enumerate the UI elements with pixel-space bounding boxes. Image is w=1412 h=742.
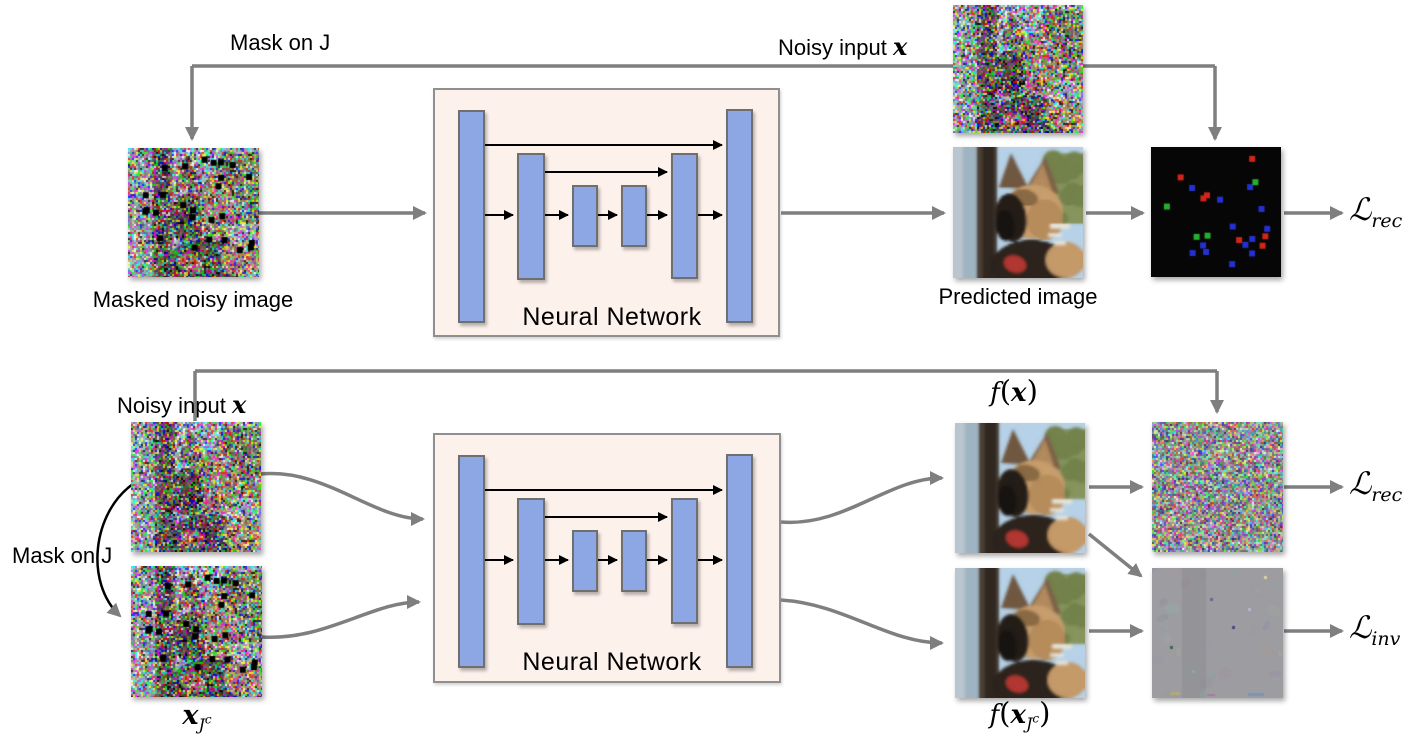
unet-bar xyxy=(517,498,545,625)
bottom-gray-connectors xyxy=(96,369,1344,650)
mask-on-j-label-bottom: Mask on J xyxy=(12,543,113,568)
neural-network-label-top: Neural Network xyxy=(522,303,702,331)
masked-to-network-curve xyxy=(261,595,421,639)
noisy-input-label-bottom: Noisy input x xyxy=(117,390,246,419)
unet-bar xyxy=(726,454,753,668)
fx-output-image xyxy=(955,423,1085,553)
x-var: x xyxy=(182,700,199,731)
neural-network-box-bottom xyxy=(433,433,781,683)
mask-on-j-curved-arrow xyxy=(96,482,134,618)
unet-bar xyxy=(517,153,545,280)
unet-bar xyxy=(572,530,598,592)
noisy-input-label-top: Noisy input x xyxy=(778,32,907,61)
loss-inv-label: ℒinv xyxy=(1349,610,1401,651)
predicted-caption: Predicted image xyxy=(938,284,1098,309)
noisy-input-image-bottom xyxy=(131,422,261,552)
fxjc-output-image xyxy=(955,568,1085,698)
noisy-input-var: x xyxy=(892,32,908,61)
network-to-fx-curve xyxy=(780,471,944,525)
invariance-gray-image xyxy=(1152,568,1283,698)
noisy-input-image xyxy=(953,5,1083,133)
noisy-to-network-curve xyxy=(260,471,425,526)
neural-network-label-bottom: Neural Network xyxy=(522,648,702,676)
predicted-image xyxy=(953,147,1083,278)
unet-bar xyxy=(671,498,698,624)
loss-rec-label-bottom: ℒrec xyxy=(1349,466,1403,507)
network-to-fxjc-curve xyxy=(780,598,944,650)
unet-bar xyxy=(726,109,753,323)
x-jc-label: xJc xyxy=(182,700,212,735)
masked-noisy-caption: Masked noisy image xyxy=(92,287,294,312)
unet-bar xyxy=(458,455,485,668)
noisy-input-var: x xyxy=(231,390,247,419)
unet-bar xyxy=(621,185,647,247)
unet-bar xyxy=(621,530,647,592)
masked-noisy-image-bottom xyxy=(131,566,262,697)
fxjc-label: f(xJc) xyxy=(989,696,1051,734)
fx-label: f(x) xyxy=(990,374,1038,408)
loss-rec-label-top: ℒrec xyxy=(1349,192,1403,233)
unet-bar xyxy=(458,110,485,323)
residual-noise-image xyxy=(1152,422,1283,552)
noisy-input-text: Noisy input xyxy=(117,393,226,418)
bottom-skip-arrows xyxy=(485,485,723,565)
mask-on-j-label-top: Mask on J xyxy=(230,30,331,55)
noisy-input-text: Noisy input xyxy=(778,35,887,60)
top-skip-arrows xyxy=(485,140,723,220)
fx-to-gray-diagonal-arrow xyxy=(1087,532,1143,578)
unet-bar xyxy=(671,153,698,279)
masked-noisy-image xyxy=(128,148,259,277)
unet-bar xyxy=(572,185,598,247)
rgb-mask-dots-image xyxy=(1151,147,1281,277)
